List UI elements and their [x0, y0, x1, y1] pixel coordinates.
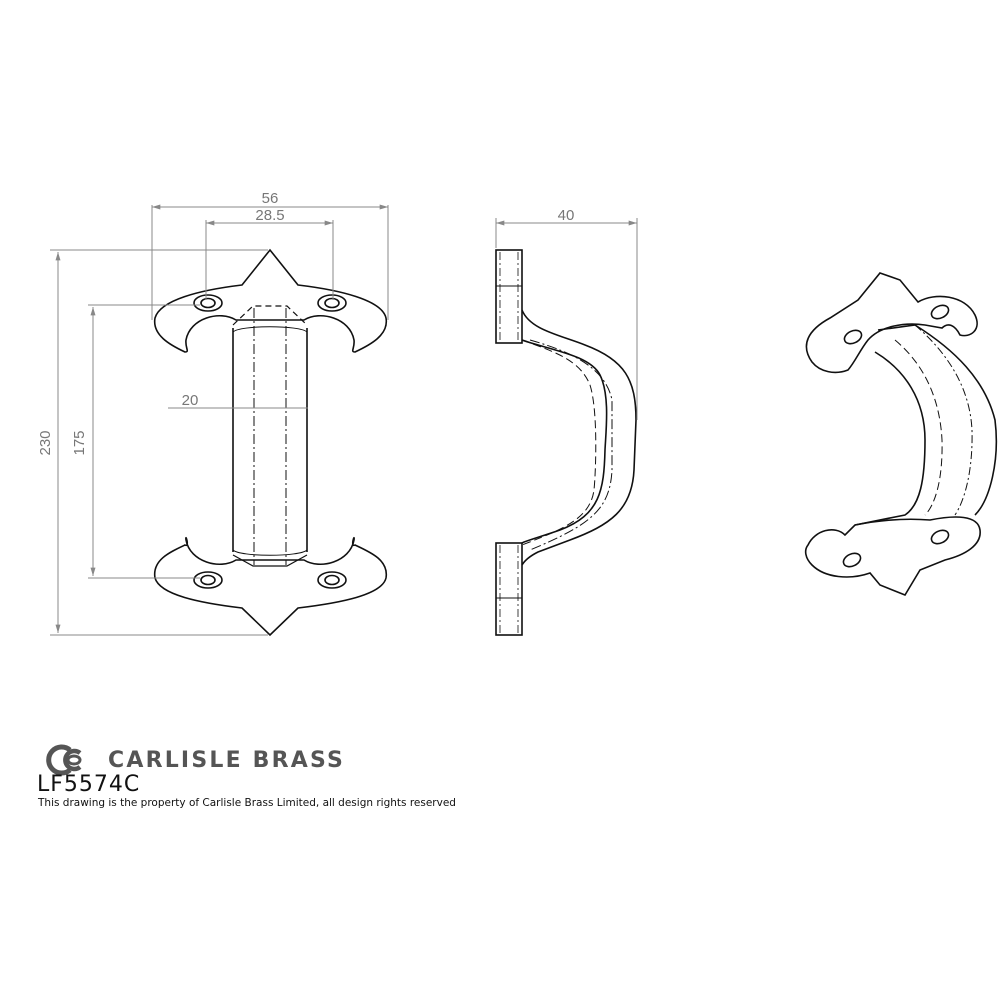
grip: [232, 328, 308, 552]
front-view: [154, 248, 387, 637]
dim-grip-width: 20: [182, 392, 199, 409]
isometric-view: [804, 272, 998, 596]
dim-overall-height: 230: [37, 430, 54, 455]
side-dimensions: [495, 218, 638, 420]
dim-fixing-width: 28.5: [255, 207, 284, 224]
brand-header: CARLISLE BRASS: [38, 744, 345, 776]
bottom-backplate: [154, 537, 387, 637]
top-backplate: [154, 248, 387, 353]
front-dimensions: [50, 204, 389, 636]
dim-overall-width: 56: [262, 190, 279, 207]
copyright-notice: This drawing is the property of Carlisle…: [38, 797, 456, 809]
dim-fixing-height: 175: [71, 430, 88, 455]
carlisle-brass-logo-icon: [46, 744, 82, 776]
side-view: [495, 249, 637, 636]
brand-name: CARLISLE BRASS: [108, 747, 346, 773]
dim-side-projection: 40: [558, 207, 575, 224]
product-code: LF5574C: [37, 772, 141, 797]
